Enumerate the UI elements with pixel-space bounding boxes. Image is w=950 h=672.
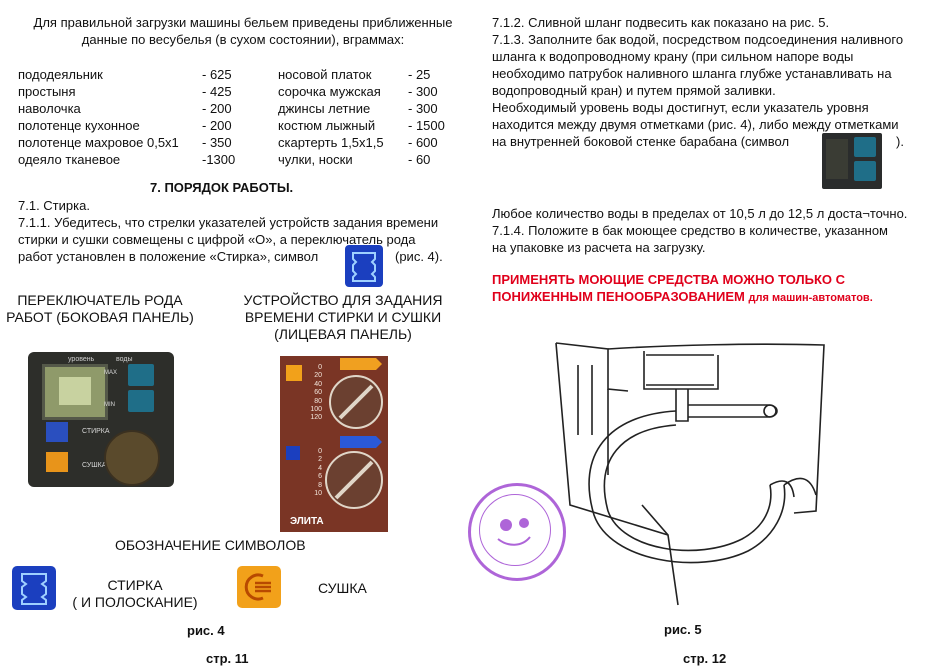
panel-label-dry: СУШКА bbox=[82, 462, 107, 469]
paragraph-7-1-3-line: ). bbox=[896, 134, 904, 149]
scale-tick-label: 4 bbox=[318, 464, 322, 472]
weight-value: - 200 bbox=[202, 118, 232, 133]
archive-stamp bbox=[468, 483, 566, 581]
wash-symbol-icon bbox=[12, 566, 56, 610]
scale-tick-label: 60 bbox=[314, 389, 322, 397]
paragraph-7-1-3-line: водопроводный кран) и путем прямой залив… bbox=[492, 83, 776, 98]
weight-value: - 300 bbox=[408, 101, 438, 116]
paragraph-7-1-title: 7.1. Стирка. bbox=[18, 198, 90, 213]
warning-line: ПРИМЕНЯТЬ МОЮЩИЕ СРЕДСТВА МОЖНО ТОЛЬКО С bbox=[492, 272, 845, 287]
weight-value: - 60 bbox=[408, 152, 431, 167]
caption-line: ВРЕМЕНИ СТИРКИ И СУШКИ bbox=[244, 309, 442, 325]
paragraph-7-1-1-line: работ установлен в положение «Стирка», с… bbox=[18, 249, 319, 264]
timer-panel: 0 20 40 60 80 100 120 0 2 4 6 8 10 ЭЛИТА bbox=[280, 356, 388, 532]
symbol-label-line: СТИРКА bbox=[107, 577, 163, 593]
weight-value: - 350 bbox=[202, 135, 232, 150]
weight-item: скартерть 1,5х1,5 bbox=[278, 135, 384, 150]
paragraph-7-1-3-line: на внутренней боковой стенке барабана (с… bbox=[492, 134, 790, 149]
weight-item: наволочка bbox=[18, 101, 81, 116]
weight-item: полотенце кухонное bbox=[18, 118, 140, 133]
weight-item: джинсы летние bbox=[278, 101, 371, 116]
paragraph-7-1-1-line: 7.1.1. Убедитесь, что стрелки указателей… bbox=[18, 215, 439, 230]
drain-hose-drawing bbox=[468, 325, 850, 625]
weight-value: - 200 bbox=[202, 101, 232, 116]
section-heading: 7. ПОРЯДОК РАБОТЫ. bbox=[150, 180, 294, 195]
weight-item: носовой платок bbox=[278, 67, 372, 82]
weight-value: - 1500 bbox=[408, 118, 445, 133]
dry-symbol-icon bbox=[237, 566, 281, 608]
level-max-icon bbox=[128, 364, 154, 386]
warning-text: ПОНИЖЕННЫМ ПЕНООБРАЗОВАНИЕМ bbox=[492, 289, 745, 304]
warning-line: ПОНИЖЕННЫМ ПЕНООБРАЗОВАНИЕМ для машин-ав… bbox=[492, 288, 873, 307]
wash-position-icon bbox=[46, 422, 68, 442]
scale-tick-label: 0 bbox=[318, 364, 322, 371]
brand-label: ЭЛИТА bbox=[290, 516, 324, 527]
weight-item: одеяло тканевое bbox=[18, 152, 121, 167]
page-number: стр. 11 bbox=[206, 651, 249, 666]
page-number: стр. 12 bbox=[683, 651, 727, 666]
caption-line: УСТРОЙСТВО ДЛЯ ЗАДАНИЯ bbox=[243, 292, 443, 308]
weight-item: полотенце махровое 0,5х1 bbox=[18, 135, 179, 150]
panel-label-max: MAX bbox=[104, 370, 118, 376]
scale-tick-label: 6 bbox=[318, 473, 322, 481]
scale-tick-label: 100 bbox=[310, 406, 322, 414]
panel-label-min: MIN bbox=[104, 402, 115, 408]
scale-tick-label: 10 bbox=[314, 490, 322, 498]
figure-caption: рис. 5 bbox=[664, 622, 702, 637]
weight-item: пододеяльник bbox=[18, 67, 103, 82]
paragraph-7-1-3-line: находится между двумя отметками (рис. 4)… bbox=[492, 117, 899, 132]
caption-line: ПЕРЕКЛЮЧАТЕЛЬ РОДА bbox=[17, 292, 183, 308]
scale-tick-label: 0 bbox=[318, 448, 322, 455]
caption-line: (ЛИЦЕВАЯ ПАНЕЛЬ) bbox=[274, 326, 412, 342]
scale-tick-label: 120 bbox=[310, 414, 322, 422]
weights-intro: Для правильной загрузки машины бельем пр… bbox=[33, 15, 453, 47]
weight-item: простыня bbox=[18, 84, 76, 99]
paragraph-7-1-3-line: шланга к водопроводному крану (при сильн… bbox=[492, 49, 854, 64]
water-level-marks-icon bbox=[822, 133, 882, 189]
caption-line: РАБОТ (БОКОВАЯ ПАНЕЛЬ) bbox=[6, 309, 194, 325]
weight-value: - 600 bbox=[408, 135, 438, 150]
symbol-wash-label: СТИРКА ( И ПОЛОСКАНИЕ) bbox=[70, 577, 200, 611]
paragraph-7-1-3-line: 7.1.3. Заполните бак водой, посредством … bbox=[492, 32, 904, 47]
paragraph-7-1-4-line: на упаковке из расчета на загрузку. bbox=[492, 240, 706, 255]
side-panel-photo: уровень воды MAX MIN СТИРКА СУШКА bbox=[28, 352, 174, 487]
weight-value: -1300 bbox=[202, 152, 236, 167]
caption-switch: ПЕРЕКЛЮЧАТЕЛЬ РОДА РАБОТ (БОКОВАЯ ПАНЕЛЬ… bbox=[5, 292, 195, 326]
weight-value: - 425 bbox=[202, 84, 232, 99]
scale-tick-label: 80 bbox=[314, 397, 322, 405]
weight-value: - 300 bbox=[408, 84, 438, 99]
scale-tick-label: 40 bbox=[314, 380, 322, 388]
warning-text: для машин-автоматов. bbox=[748, 292, 873, 304]
mode-switch-knob[interactable] bbox=[104, 430, 160, 486]
symbol-dry-label: СУШКА bbox=[318, 580, 367, 596]
paragraph-7-1-4-line: 7.1.4. Положите в бак моющее средство в … bbox=[492, 223, 888, 238]
dry-position-icon bbox=[46, 452, 68, 472]
paragraph-7-1-3-line: необходимо патрубок наливного шланга глу… bbox=[492, 66, 892, 81]
scale-tick-label: 2 bbox=[318, 456, 322, 464]
paragraph-7-1-2: 7.1.2. Сливной шланг подвесить как показ… bbox=[492, 15, 830, 30]
figure-caption: рис. 4 bbox=[187, 623, 225, 638]
symbol-label-line: ( И ПОЛОСКАНИЕ) bbox=[72, 594, 198, 610]
scale-tick-label: 20 bbox=[314, 372, 322, 380]
panel-label-level: уровень bbox=[68, 356, 95, 363]
caption-timer: УСТРОЙСТВО ДЛЯ ЗАДАНИЯ ВРЕМЕНИ СТИРКИ И … bbox=[238, 292, 448, 343]
paragraph-7-1-1-line: (рис. 4). bbox=[395, 249, 443, 264]
paragraph-7-1-1-line: стирки и сушки совмещены с цифрой «О», а… bbox=[18, 232, 416, 247]
level-min-icon bbox=[128, 390, 154, 412]
weight-value: - 625 bbox=[202, 67, 232, 82]
paragraph-water-amount: Любое количество воды в пределах от 10,5… bbox=[492, 206, 908, 221]
paragraph-7-1-3-line: Необходимый уровень воды достигнут, если… bbox=[492, 100, 869, 115]
panel-label-wash: СТИРКА bbox=[82, 428, 110, 435]
timer-scale-top: 0 20 40 60 80 100 120 bbox=[310, 364, 322, 423]
weight-value: - 25 bbox=[408, 67, 431, 82]
symbols-title: ОБОЗНАЧЕНИЕ СИМВОЛОВ bbox=[115, 537, 306, 553]
scale-tick-label: 8 bbox=[318, 481, 322, 489]
wash-symbol-icon bbox=[345, 245, 383, 287]
weight-item: чулки, носки bbox=[278, 152, 353, 167]
weight-item: сорочка мужская bbox=[278, 84, 381, 99]
level-window bbox=[42, 364, 108, 420]
timer-scale-bottom: 0 2 4 6 8 10 bbox=[310, 448, 322, 498]
panel-label-water: воды bbox=[116, 356, 133, 363]
weight-item: костюм лыжный bbox=[278, 118, 376, 133]
